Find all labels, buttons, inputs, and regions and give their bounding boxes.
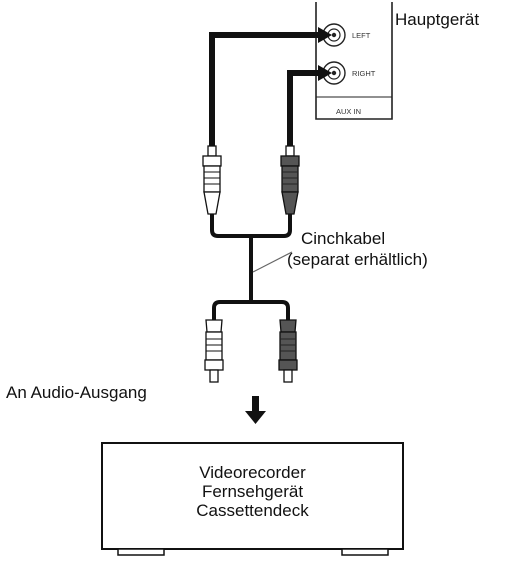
lower-left-plug (204, 319, 224, 383)
main-unit-label: Hauptgerät (395, 10, 480, 29)
down-arrow-icon (245, 396, 266, 424)
cable-label: Cinchkabel (301, 229, 386, 248)
device-name-vcr: Videorecorder (199, 463, 306, 482)
main-unit-panel (315, 2, 393, 120)
lower-right-plug (278, 319, 298, 383)
cinch-cable (210, 214, 292, 320)
device-names: Videorecorder Fernsehgerät Cassettendeck (100, 463, 405, 520)
aux-in-label: AUX IN (336, 107, 361, 116)
wire-to-right-jack (287, 65, 332, 146)
cable-leader-line (252, 251, 293, 273)
right-jack-label: RIGHT (352, 69, 376, 78)
left-jack-label: LEFT (352, 31, 371, 40)
upper-right-plug (280, 145, 300, 215)
cable-note-label: (separat erhältlich) (287, 250, 428, 269)
device-box (101, 442, 404, 556)
upper-left-plug (202, 145, 222, 215)
left-jack (322, 23, 346, 47)
wire-to-left-jack (209, 27, 332, 146)
audio-out-label: An Audio-Ausgang (6, 383, 147, 402)
device-name-cassette: Cassettendeck (196, 501, 309, 520)
device-name-tv: Fernsehgerät (201, 482, 304, 501)
